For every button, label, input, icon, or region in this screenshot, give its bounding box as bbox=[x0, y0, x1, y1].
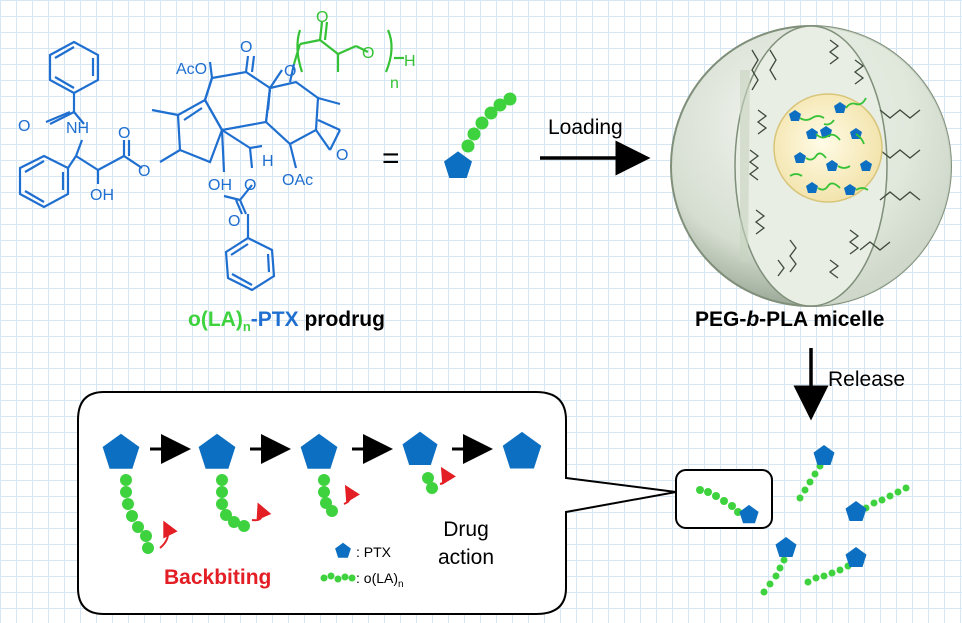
structure-atom-labels: AcO O O NH O O OH OH H O OAc O O O O O n… bbox=[18, 9, 416, 230]
ether-o-label: O bbox=[284, 63, 296, 80]
legend bbox=[320, 542, 356, 583]
ptx-structure bbox=[18, 40, 341, 292]
prodrug-label: o(LA)n-PTX prodrug bbox=[188, 308, 385, 334]
legend-ola-text: : o(LA) bbox=[356, 570, 399, 586]
oh-label-1: OH bbox=[90, 187, 114, 204]
ketone-o-label: O bbox=[240, 39, 252, 56]
legend-ola-sub: n bbox=[398, 578, 404, 590]
lactide-o-label: O bbox=[362, 45, 374, 62]
benzoate-carbonyl-label: O bbox=[228, 213, 240, 230]
drug-action-line2: action bbox=[438, 546, 495, 569]
oac-label: OAc bbox=[282, 172, 313, 189]
micelle-pla: -PLA micelle bbox=[759, 308, 885, 331]
nh-label: NH bbox=[66, 120, 89, 137]
ester-o2-label: O bbox=[138, 163, 150, 180]
step-3 bbox=[300, 433, 361, 517]
legend-ola-swatch bbox=[320, 572, 356, 583]
h-label: H bbox=[262, 153, 274, 170]
step-1 bbox=[102, 433, 178, 554]
aco-label: AcO bbox=[176, 61, 207, 78]
prodrug-icon bbox=[444, 92, 517, 178]
release-label: Release bbox=[828, 368, 906, 391]
lactide-carbonyl-o-label: O bbox=[316, 9, 328, 26]
loading-label: Loading bbox=[548, 116, 623, 139]
prodrug-ola-text: o(LA) bbox=[188, 308, 243, 331]
prodrug-ola-sub: n bbox=[242, 319, 251, 335]
released-prodrugs bbox=[760, 445, 910, 596]
micelle-peg: PEG- bbox=[695, 308, 747, 331]
ptx-pentagon bbox=[444, 151, 472, 178]
legend-ola-label: : o(LA)n bbox=[356, 570, 404, 590]
prodrug-ptx-text: -PTX bbox=[250, 308, 299, 331]
ester-o-label: O bbox=[118, 125, 130, 142]
micelle-label: PEG-b-PLA micelle bbox=[695, 308, 884, 332]
micelle bbox=[670, 25, 952, 307]
prodrug-word: prodrug bbox=[298, 308, 385, 331]
step-4 bbox=[402, 431, 457, 494]
oligolactide-fragment bbox=[292, 21, 404, 73]
oxetane-o-label: O bbox=[336, 147, 348, 164]
step-2 bbox=[198, 433, 272, 532]
terminal-h-label: H bbox=[404, 53, 416, 70]
amide-o-label: O bbox=[18, 118, 30, 135]
o-benzoate-label: O bbox=[244, 177, 256, 194]
backbiting-label: Backbiting bbox=[164, 566, 272, 589]
equals-sign: = bbox=[382, 142, 400, 175]
drug-action-line1: Drug bbox=[443, 518, 489, 541]
drug-action-label: Drug action bbox=[438, 516, 494, 572]
micelle-b: b bbox=[746, 308, 760, 331]
legend-ptx-label: : PTX bbox=[356, 544, 392, 560]
oh-label-2: OH bbox=[208, 177, 232, 194]
repeat-n-label: n bbox=[390, 75, 399, 92]
